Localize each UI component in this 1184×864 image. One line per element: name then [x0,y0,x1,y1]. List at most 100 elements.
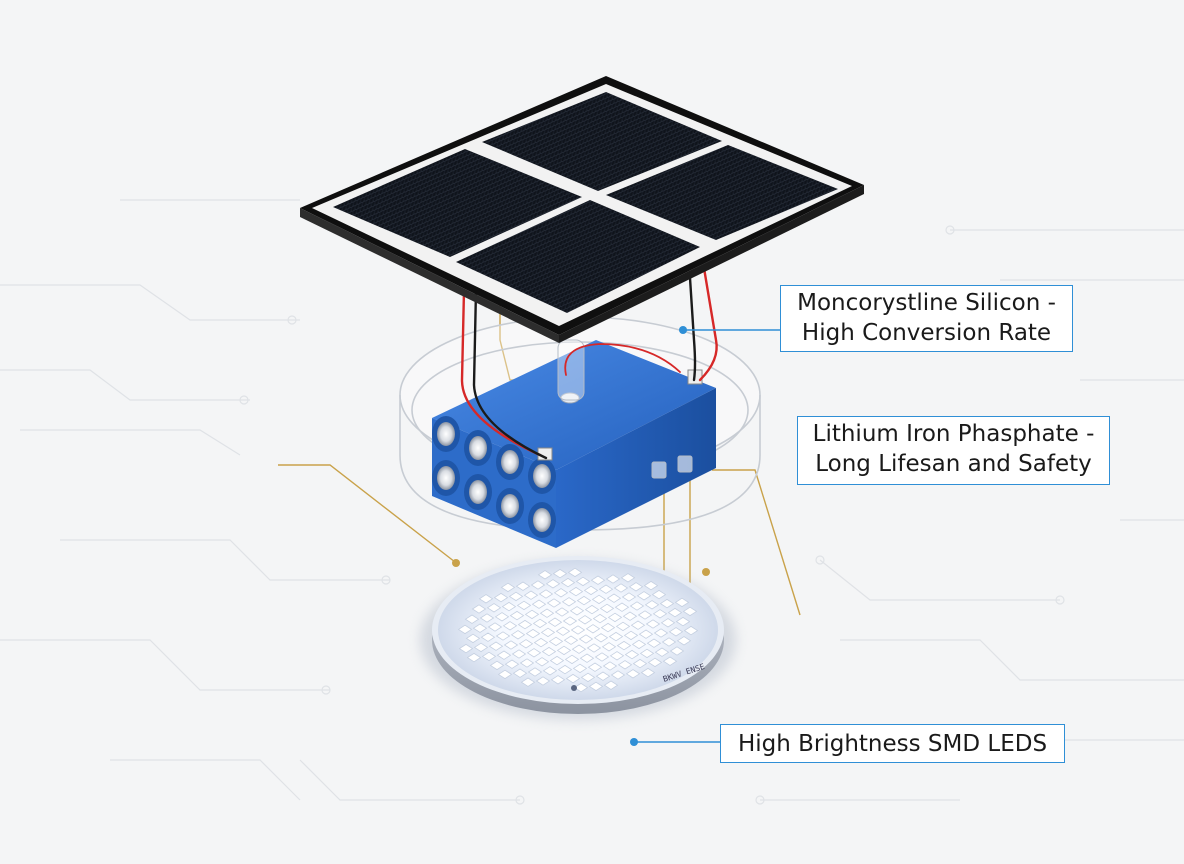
led-chip [617,660,633,670]
led-chip [515,581,531,591]
led-chip [588,681,604,692]
led-chip [517,619,533,630]
led-chip [592,613,608,624]
led-chip [652,609,668,619]
led-chip [471,604,487,614]
led-chip [473,642,489,653]
led-chip [621,592,637,602]
led-chip [570,625,586,635]
led-chip [542,666,558,676]
battery-cell-terminal [533,464,551,488]
battery-pack [432,339,716,548]
led-chip [547,617,563,627]
led-chip [594,652,610,662]
led-chip [646,638,662,648]
led-chip [572,663,588,674]
led-chip [548,636,564,647]
solar-cell [482,92,722,191]
led-chip [573,682,589,693]
led-chip [550,675,566,685]
battery-cell-ends [432,416,556,538]
led-chip [458,643,474,654]
led-chip [523,590,539,600]
led-chip [486,603,502,613]
led-callout: High Brightness SMD LEDS [720,724,1065,763]
led-chip [516,600,532,611]
led-chip [518,639,534,649]
led-chip [508,591,524,602]
led-chip [606,593,622,603]
led-chip [457,624,473,635]
led-chip [569,606,585,616]
led-chip [524,609,540,620]
led-chip [653,628,669,638]
led-chip [578,634,594,644]
leader-dot-solar [679,326,687,334]
led-chip [552,568,568,579]
led-chip [465,633,481,644]
led-chip [564,654,580,665]
led-chip [555,626,571,636]
led-chip [631,639,647,650]
led-chip [525,628,541,639]
led-chip [575,576,591,587]
led-chip [496,650,512,660]
callout-leaders [634,329,780,743]
led-chip [511,649,527,659]
led-chip [563,635,579,645]
led-chip [553,588,569,598]
solar-callout-line2: High Conversion Rate [801,320,1052,346]
led-chip [580,672,596,683]
led-chip [472,623,488,633]
led-callout-line1: High Brightness SMD LEDS [737,731,1048,757]
battery-cell-terminal [533,508,551,532]
led-chip [637,610,653,620]
led-chip [567,567,583,578]
led-chip [520,677,536,687]
led-chip [599,603,615,614]
led-grid [457,567,699,693]
led-chip [638,629,654,639]
led-chip [601,642,617,652]
led-chip [501,601,517,612]
led-chip [593,633,609,643]
led-chip [632,658,648,669]
led-chip [647,657,663,668]
led-chip [614,602,630,612]
led-chip [526,648,542,658]
led-chip [662,656,678,666]
led-chip [674,597,690,608]
solar-panel-callout: Moncorystline Silicon - High Conversion … [780,285,1073,352]
led-chip [675,616,691,627]
led-chip [622,611,638,621]
led-chip [568,586,584,597]
led-chip [623,630,639,641]
battery-cell-terminal [469,436,487,460]
led-chip [615,621,631,632]
led-chip [639,648,655,659]
led-chip [587,662,603,672]
battery-cell-terminal [469,480,487,504]
led-chip [651,589,667,600]
led-chip [493,592,509,603]
led-chip [576,595,592,606]
battery-callout-line1: Lithium Iron Phasphate - [812,421,1095,447]
led-chip [636,591,652,601]
led-chip [630,620,646,630]
led-chip [643,580,659,591]
leader-dot-led [630,738,638,746]
battery-cell-terminal [501,450,519,474]
led-chip [607,612,623,623]
led-chip [600,622,616,633]
led-chip [503,640,519,650]
solar-cell [333,149,582,257]
led-chip [584,604,600,615]
led-chip [510,630,526,640]
led-chip [668,627,684,637]
led-chip [538,589,554,599]
led-chip [502,621,518,631]
solar-cell [456,200,700,313]
led-chip [549,655,565,666]
led-chip [586,643,602,653]
led-chip [541,646,557,657]
